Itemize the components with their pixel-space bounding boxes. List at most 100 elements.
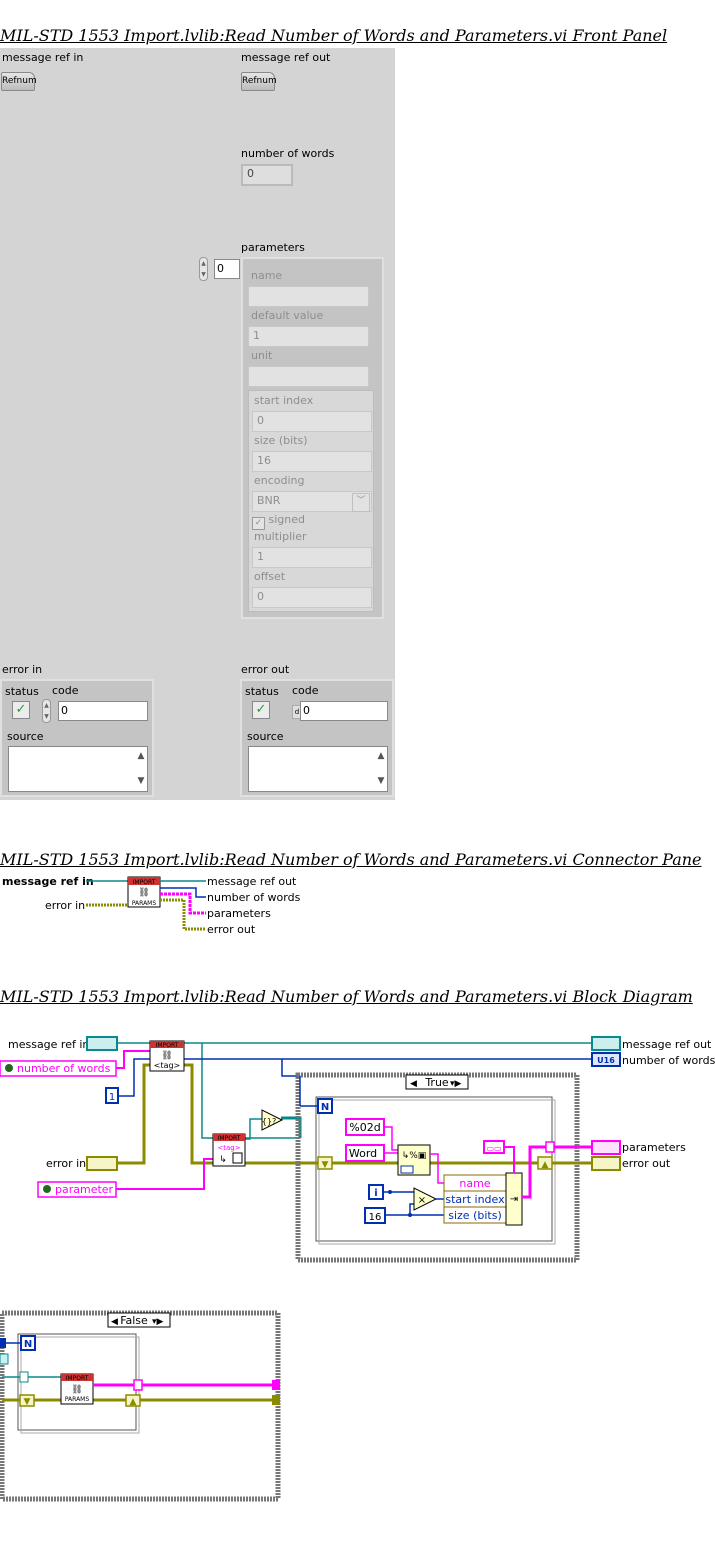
unit-field [248, 366, 369, 387]
bd-message-ref-out-terminal[interactable] [591, 1036, 621, 1051]
scroll-up-icon[interactable]: ▲ [137, 751, 145, 761]
size-bits-field: 16 [252, 451, 372, 472]
get-tag-vi[interactable]: IMPORT ⛓ <tag> [149, 1040, 185, 1072]
svg-text:↳%▣: ↳%▣ [402, 1151, 427, 1161]
bundle-by-name-node[interactable]: name start index size (bits) ⇥ [443, 1172, 523, 1226]
error-out-source-label: source [247, 730, 284, 743]
error-out-cluster: status code ✓ d 0 source ▲ ▼ [240, 679, 394, 797]
number-of-words-label: number of words [241, 147, 335, 160]
name-label: name [251, 269, 283, 282]
block-diagram-title: MIL-STD 1553 Import.lvlib:Read Number of… [0, 987, 693, 1006]
error-in-code-spinner[interactable]: ▲▼ [42, 699, 51, 723]
array-index-spinner[interactable]: ▲▼ [199, 257, 208, 281]
svg-text:16: 16 [369, 1212, 382, 1223]
error-in-status-checkbox[interactable]: ✓ [12, 701, 30, 719]
bd-number-of-words-in-label: number of words [17, 1062, 111, 1075]
encoding-select: BNR ﹀ [252, 491, 372, 512]
multiplier-field: 1 [252, 547, 372, 568]
svg-text:N: N [321, 1102, 329, 1113]
bd-number-of-words-out-terminal[interactable] [591, 1052, 621, 1067]
cp-error-in-label: error in [45, 899, 85, 912]
svg-text:i: i [374, 1188, 377, 1199]
case-selector-false[interactable] [107, 1312, 171, 1328]
svg-text:▲: ▲ [130, 1397, 137, 1407]
size-bits-label: size (bits) [254, 434, 308, 447]
bd-parameters-out-terminal[interactable] [591, 1140, 621, 1155]
array-index-input[interactable]: 0 [214, 259, 240, 279]
bd-message-ref-in-terminal[interactable] [86, 1036, 118, 1051]
scroll-down-icon[interactable]: ▼ [377, 776, 385, 786]
svg-text:IMPORT: IMPORT [66, 1375, 89, 1382]
unit-label: unit [251, 349, 273, 362]
bd-error-out-terminal[interactable] [591, 1156, 621, 1171]
multiplier-label: multiplier [254, 530, 307, 543]
error-in-source-input[interactable]: ▲ ▼ [8, 746, 148, 792]
false-params-vi[interactable]: IMPORT ⛓ PARAMS [60, 1373, 94, 1405]
svg-text:◀: ◀ [111, 1317, 118, 1327]
scroll-down-icon[interactable]: ▼ [137, 776, 145, 786]
cluster-constant[interactable]: ▭▭ [483, 1140, 505, 1154]
svg-text:⇥: ⇥ [510, 1194, 518, 1205]
cp-number-of-words-label: number of words [207, 891, 301, 904]
array-tunnel[interactable] [545, 1141, 555, 1153]
svg-text:▲: ▲ [542, 1160, 549, 1170]
cp-message-ref-out-label: message ref out [207, 875, 297, 888]
bd-message-ref-in-label: message ref in [8, 1038, 89, 1051]
connector-pane: message ref in error in IMPORT ⛓ PARAMS … [2, 875, 301, 936]
signed-label: signed [268, 513, 306, 526]
svg-text:⛓: ⛓ [71, 1384, 82, 1395]
svg-text:IMPORT: IMPORT [218, 1135, 241, 1142]
cp-parameters-label: parameters [207, 907, 271, 920]
start-index-field: 0 [252, 411, 372, 432]
svg-text:size (bits): size (bits) [448, 1209, 502, 1222]
message-ref-in-label: message ref in [2, 51, 84, 64]
svg-text:IMPORT: IMPORT [156, 1042, 179, 1049]
bd-message-ref-out-label: message ref out [622, 1038, 712, 1051]
offset-label: offset [254, 570, 286, 583]
encoding-label: encoding [254, 474, 305, 487]
block-diagram: message ref in number of words 1 error i… [0, 1036, 715, 1263]
svg-text:<tag>: <tag> [217, 1144, 240, 1152]
svg-text:▼: ▼ [24, 1397, 31, 1407]
bd-number-of-words-out-label: number of words [622, 1054, 715, 1067]
scroll-up-icon[interactable]: ▲ [377, 751, 385, 761]
message-ref-in-control[interactable]: Refnum [1, 72, 37, 91]
not-a-refnum-node[interactable]: {}? [261, 1109, 284, 1131]
error-in-code-input[interactable]: 0 [58, 701, 148, 721]
svg-text:PARAMS: PARAMS [65, 1396, 90, 1403]
svg-text:N: N [24, 1339, 32, 1350]
signed-checkbox-row: ✓ signed [252, 513, 305, 530]
svg-text:▭▭: ▭▭ [486, 1144, 501, 1153]
front-panel-title: MIL-STD 1553 Import.lvlib:Read Number of… [0, 26, 668, 45]
format-into-string-node[interactable]: ↳%▣ [397, 1144, 431, 1176]
connector-pane-title: MIL-STD 1553 Import.lvlib:Read Number of… [0, 850, 702, 869]
error-in-cluster: status code ✓ ▲▼ 0 source ▲ ▼ [0, 679, 154, 797]
parameters-cluster: name default value 1 unit start index 0 … [241, 257, 384, 619]
error-out-status-label: status [245, 685, 279, 698]
front-panel: message ref in Refnum message ref out Re… [0, 48, 395, 800]
svg-text:name: name [459, 1177, 490, 1190]
message-ref-out-label: message ref out [241, 51, 331, 64]
error-out-status-indicator: ✓ [252, 701, 270, 719]
svg-text:PARAMS: PARAMS [132, 900, 157, 907]
default-value-field: 1 [248, 326, 369, 347]
cp-message-ref-in-label: message ref in [2, 875, 94, 888]
default-value-label: default value [251, 309, 324, 322]
case-selector[interactable] [405, 1074, 469, 1090]
bd-error-in-terminal[interactable] [86, 1156, 118, 1171]
multiply-node[interactable]: × [413, 1187, 438, 1211]
case-selector-false-label: False [120, 1314, 148, 1327]
svg-text:{}?: {}? [262, 1117, 276, 1126]
get-tag-with-error-vi[interactable]: IMPORT <tag> ↳ [212, 1133, 246, 1167]
chevron-down-icon: ﹀ [352, 493, 370, 512]
bd-error-out-label: error out [622, 1157, 671, 1170]
svg-text:×: × [418, 1195, 426, 1206]
svg-text:⛓: ⛓ [161, 1050, 172, 1061]
number-of-words-indicator: 0 [241, 164, 293, 186]
encoding-value: BNR [257, 494, 281, 507]
params-vi-icon: IMPORT ⛓ PARAMS [127, 876, 161, 908]
svg-text:%02d: %02d [349, 1121, 380, 1134]
svg-text:start index: start index [445, 1193, 505, 1206]
parameters-label: parameters [241, 241, 305, 254]
case-selector-label: True [424, 1076, 449, 1089]
